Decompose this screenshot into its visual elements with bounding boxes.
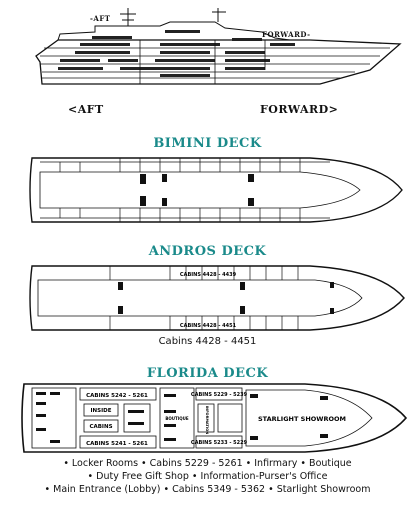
- forward-label: FORWARD>: [260, 103, 339, 116]
- florida-information-label: INFORMATION: [205, 406, 209, 435]
- andros-deck-plan: CABINS 4428 - 4439 CABINS 4428 - 4451: [29, 265, 405, 331]
- bimini-deck-title: BIMINI DECK: [153, 136, 262, 151]
- aft-label: <AFT: [68, 103, 104, 116]
- florida-boutique-label: BOUTIQUE: [165, 416, 189, 421]
- ship-profile: [35, 8, 402, 85]
- florida-deck-title: FLORIDA DECK: [146, 366, 269, 381]
- andros-cabins-top-label: CABINS 4428 - 4439: [180, 272, 237, 278]
- florida-deck-plan: CABINS 5242 - 5261 CABINS 5241 - 5261 IN…: [21, 383, 408, 453]
- florida-cabins-bottom-label: CABINS 5241 - 5261: [86, 441, 148, 447]
- florida-cabins-fwd-bottom-label: CABINS 5233 - 5229: [191, 440, 248, 446]
- legend-line-2: • Duty Free Gift Shop • Information-Purs…: [87, 471, 328, 482]
- aft-label-top: -AFT: [90, 14, 111, 23]
- legend-line-1: • Locker Rooms • Cabins 5229 - 5261 • In…: [63, 458, 352, 469]
- forward-label-top: FORWARD-: [262, 30, 311, 39]
- florida-inside-label: INSIDE: [91, 408, 112, 414]
- andros-cabins-caption: Cabins 4428 - 4451: [158, 336, 257, 347]
- florida-cabins-fwd-top-label: CABINS 5229 - 5239: [191, 392, 248, 398]
- andros-cabins-bottom-label: CABINS 4428 - 4451: [180, 323, 237, 329]
- bimini-deck-plan: [29, 157, 403, 223]
- florida-legend: • Locker Rooms • Cabins 5229 - 5261 • In…: [0, 457, 415, 496]
- florida-cabins-top-label: CABINS 5242 - 5261: [86, 393, 148, 399]
- andros-deck-title: ANDROS DECK: [148, 244, 267, 259]
- legend-line-3: • Main Entrance (Lobby) • Cabins 5349 - …: [44, 484, 371, 495]
- florida-cabins-center-label: CABINS: [89, 424, 112, 430]
- florida-starlight-label: STARLIGHT SHOWROOM: [258, 415, 346, 423]
